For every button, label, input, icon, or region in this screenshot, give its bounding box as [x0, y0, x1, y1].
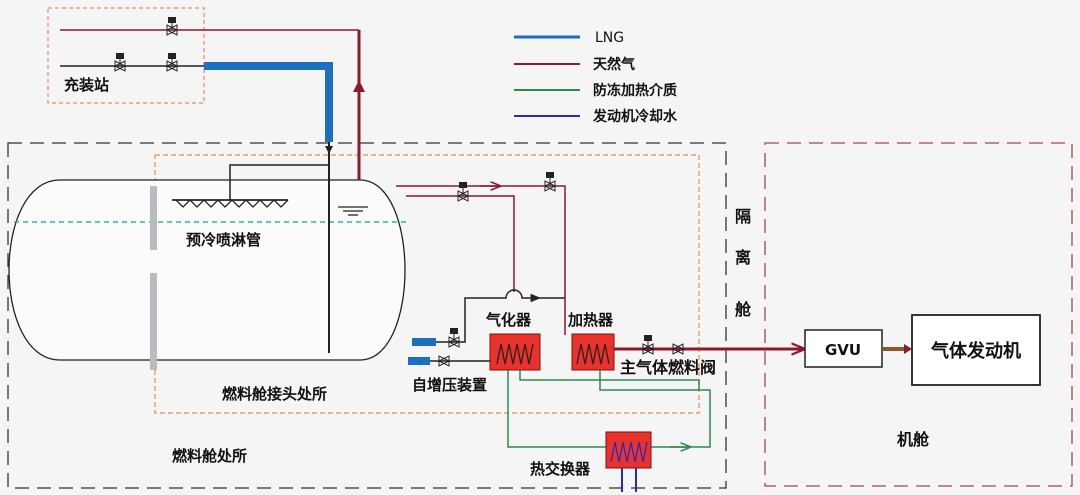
valve-filling-2[interactable]: [113, 53, 127, 72]
gas-return-arrow: [353, 80, 365, 92]
valve-main-1[interactable]: [641, 335, 655, 355]
heating-loop-lower: [507, 370, 606, 448]
fuel-tank-space-zone: [7, 142, 727, 489]
gas-engine-label: 气体发动机: [930, 340, 1021, 362]
heat-exchanger-coil-icon: [610, 441, 648, 463]
precool-spray-label: 预冷喷淋管: [186, 231, 261, 249]
gas-pipe-top-outer: [396, 185, 566, 335]
vaporizer-feed-line: [436, 297, 490, 343]
crossover-hop: [490, 289, 542, 303]
vaporizer-label: 气化器: [485, 311, 532, 329]
spray-nozzles: [175, 199, 289, 208]
valve-lng-outlet[interactable]: [447, 328, 461, 348]
legend-label-heating: 防冻加热介质: [593, 82, 677, 99]
legend-label-gas: 天然气: [593, 56, 635, 73]
gvu-box: [804, 329, 883, 368]
heater-label: 加热器: [567, 311, 614, 329]
tank-baffle-lower: [150, 273, 157, 370]
gas-engine-box: [911, 314, 1041, 386]
tank-connection-space-label: 燃料舱接头处所: [222, 385, 327, 403]
valve-main-2[interactable]: [671, 343, 685, 355]
filling-station-zone: [47, 7, 205, 104]
engine-room-label: 机舱: [897, 430, 930, 449]
gvu-label: GVU: [825, 341, 861, 359]
engine-room-zone: [764, 142, 1073, 487]
valve-self-pressurizer[interactable]: [437, 355, 451, 367]
lng-filling-pipe: [204, 62, 333, 142]
self-pressurizer-label: 自增压装置: [412, 376, 487, 394]
legend-label-lng: LNG: [595, 30, 624, 46]
tank-baffle-upper: [150, 186, 157, 250]
precool-spray-feed: [229, 164, 328, 200]
valve-filling-3[interactable]: [165, 53, 179, 72]
heating-loop-outer: [519, 370, 700, 390]
heater-coil-icon: [576, 343, 610, 365]
isolation-label-char-1: 隔: [735, 207, 751, 226]
valve-gas-top-2[interactable]: [543, 172, 557, 192]
dip-pipe-arrow: [325, 146, 333, 154]
heat-exchanger-label: 热交换器: [530, 460, 591, 478]
gas-pipe-top-inner: [406, 195, 515, 292]
legend: LNG 天然气 防冻加热介质 发动机冷却水: [514, 30, 678, 125]
legend-label-coolant: 发动机冷却水: [592, 108, 678, 125]
fuel-tank-space-label: 燃料舱处所: [172, 447, 247, 465]
vaporizer-coil-icon: [496, 343, 534, 365]
isolation-label-char-2: 离: [735, 248, 751, 267]
main-gas-valve-label: 主气体燃料阀: [620, 358, 716, 377]
valve-gas-top-1[interactable]: [456, 182, 470, 202]
heater: [571, 333, 615, 371]
filling-station-label: 充装站: [64, 76, 109, 94]
valve-filling-1[interactable]: [165, 17, 179, 36]
gvu-engine-arrow: [904, 344, 912, 354]
lng-tank: [8, 179, 406, 361]
isolation-label-char-3: 舱: [735, 300, 752, 319]
